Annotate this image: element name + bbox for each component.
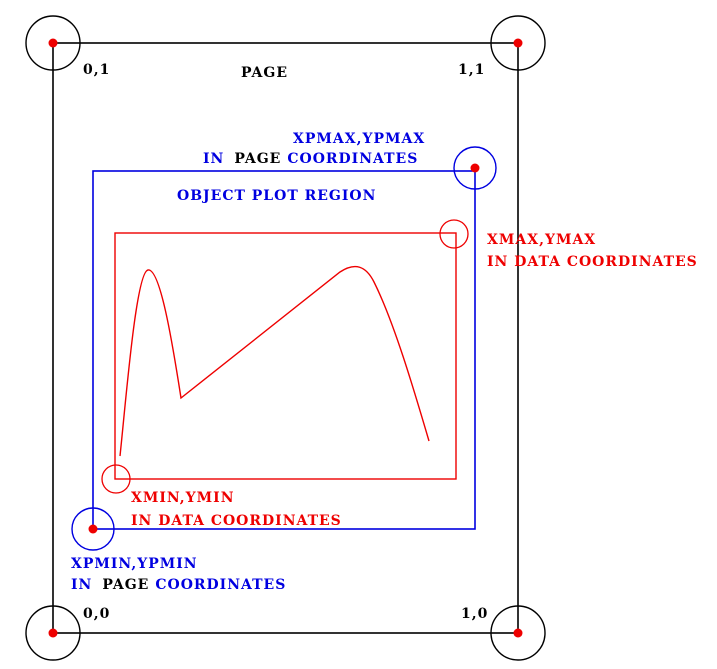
pmax-in: IN (203, 151, 224, 167)
dmin-marker (101, 464, 131, 494)
corner-bottom-right-marker (490, 605, 546, 661)
corner-label-top-left: 0,1 (83, 62, 110, 78)
pmax-coords-label: XPMAX,YPMAX (293, 131, 425, 147)
pmin-in: IN (71, 577, 92, 593)
data-curve (119, 265, 430, 457)
dmin-in-data-coordinates-label: IN DATA COORDINATES (131, 513, 342, 529)
pmin-in-page-coordinates-label: IN PAGE COORDINATES (71, 577, 286, 593)
pmin-marker (71, 507, 115, 551)
dmax-in-data-coordinates-label: IN DATA COORDINATES (487, 254, 698, 270)
corner-top-right-marker (490, 15, 546, 71)
pmax-in-page-coordinates-label: IN PAGE COORDINATES (203, 151, 418, 167)
pmax-marker (453, 146, 497, 190)
data-region (114, 232, 457, 480)
pmin-coords-label: XPMIN,YPMIN (71, 556, 198, 572)
object-plot-region (92, 170, 476, 530)
corner-label-top-right: 1,1 (458, 62, 485, 78)
dmax-coords-label: XMAX,YMAX (487, 232, 596, 248)
dmin-coords-label: XMIN,YMIN (131, 490, 235, 506)
object-region-label: OBJECT PLOT REGION (177, 188, 376, 204)
corner-bottom-left-marker (25, 605, 81, 661)
pmax-page: PAGE (234, 151, 281, 167)
page-frame (52, 42, 519, 634)
corner-label-bottom-left: 0,0 (83, 606, 110, 622)
corner-top-left-marker (25, 15, 81, 71)
pmin-coordinates: COORDINATES (155, 577, 286, 593)
page-title: PAGE (241, 65, 288, 81)
corner-label-bottom-right: 1,0 (461, 606, 488, 622)
pmax-coordinates: COORDINATES (287, 151, 418, 167)
pmin-page: PAGE (102, 577, 149, 593)
dmax-marker (439, 219, 469, 249)
